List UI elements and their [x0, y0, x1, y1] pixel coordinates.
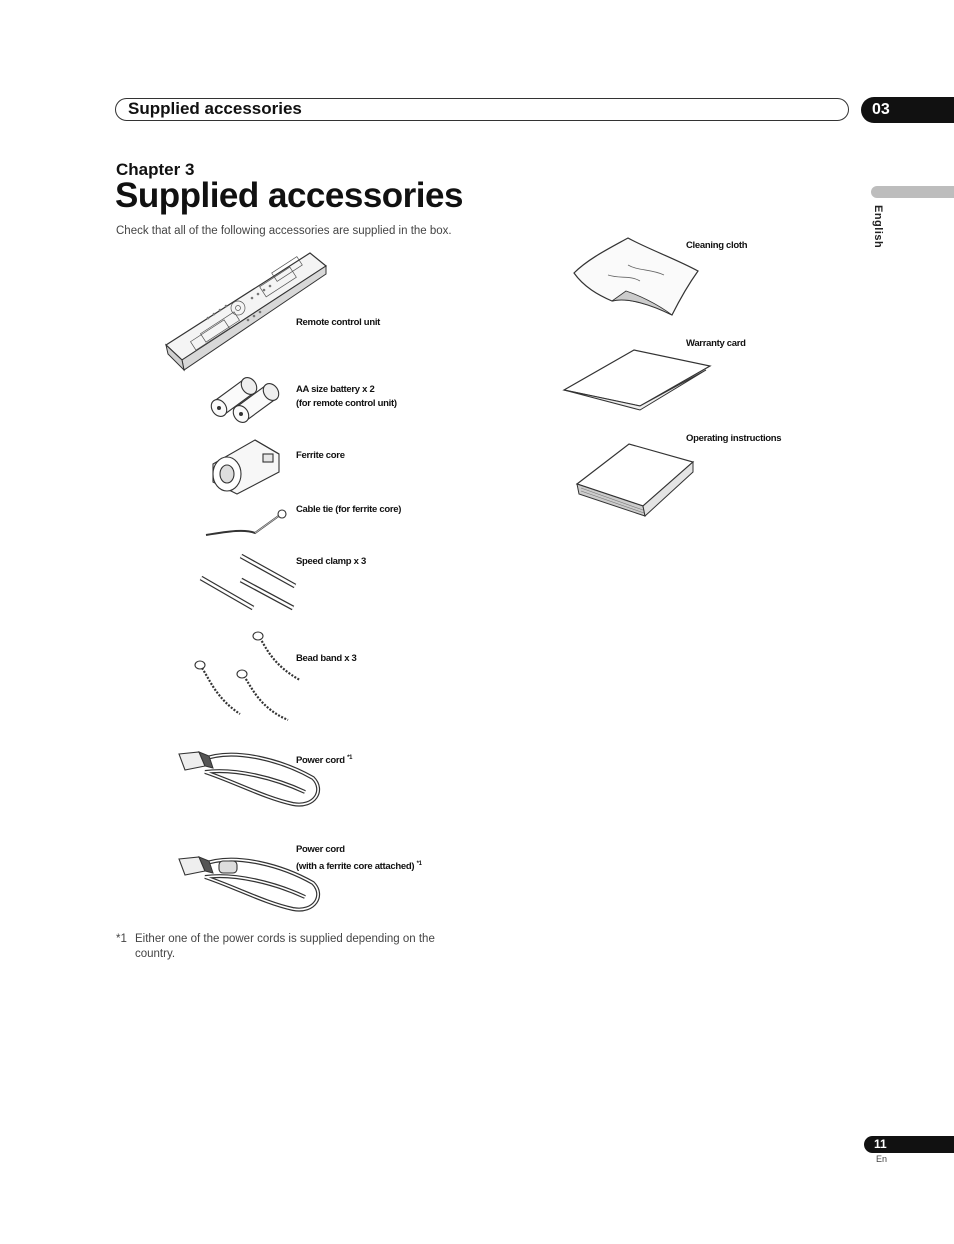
label-cable-tie: Cable tie (for ferrite core) [296, 504, 402, 515]
label-battery: AA size battery x 2 (for remote control … [296, 384, 397, 409]
footnote: *1 Either one of the power cords is supp… [116, 932, 476, 962]
chapter-label: Chapter 3 [116, 160, 195, 179]
page-number: 11 [874, 1137, 887, 1151]
power-cord-illustration [178, 751, 321, 807]
header-bar [115, 98, 849, 121]
operating-instructions-illustration [575, 443, 695, 517]
page-language: En [876, 1154, 888, 1164]
label-operating-instructions: Operating instructions [686, 433, 782, 444]
footnote-text: Either one of the power cords is supplie… [135, 933, 435, 960]
footnote-mark: *1 [116, 933, 127, 945]
warranty-card-illustration [562, 349, 712, 411]
bead-band-illustration [194, 631, 301, 722]
chapter-number-badge: 03 [861, 97, 954, 123]
label-bead-band: Bead band x 3 [296, 653, 357, 664]
language-tab [871, 186, 954, 198]
speed-clamp-illustration [199, 553, 297, 611]
label-warranty-card: Warranty card [686, 338, 746, 349]
label-power-cord-ferrite: Power cord (with a ferrite core attached… [296, 844, 422, 873]
page-title: Supplied accessories [115, 176, 463, 215]
page-number-bar [864, 1136, 954, 1153]
language-label: English [872, 205, 884, 249]
cable-tie-illustration [205, 509, 287, 536]
ferrite-core-illustration [212, 439, 280, 495]
intro-text: Check that all of the following accessor… [116, 225, 452, 237]
label-ferrite-core: Ferrite core [296, 450, 345, 461]
power-cord-ferrite-illustration [178, 856, 321, 912]
header-section-title: Supplied accessories [128, 99, 302, 118]
label-power-cord: Power cord *1 [296, 755, 353, 767]
remote-control-illustration [165, 252, 328, 372]
label-cleaning-cloth: Cleaning cloth [686, 240, 748, 251]
label-speed-clamp: Speed clamp x 3 [296, 556, 366, 567]
cleaning-cloth-illustration [573, 237, 699, 316]
battery-illustration [210, 377, 280, 423]
label-remote-control: Remote control unit [296, 317, 381, 328]
